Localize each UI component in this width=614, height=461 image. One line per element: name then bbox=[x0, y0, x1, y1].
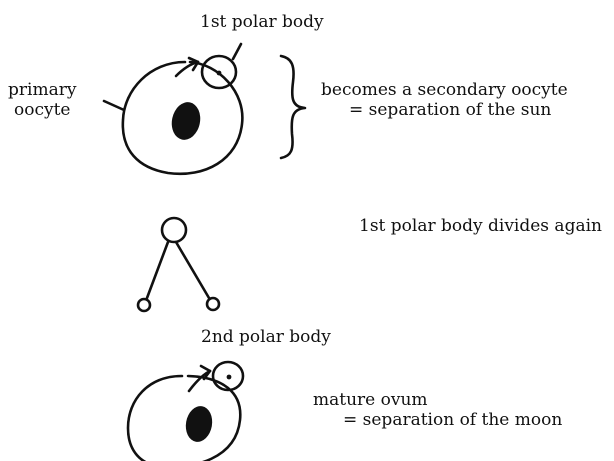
first-polar-body-pointer-line bbox=[231, 42, 243, 61]
primary-oocyte-label-line2: oocyte bbox=[14, 100, 71, 121]
second-polar-body-cell bbox=[211, 360, 245, 392]
primary-oocyte-label-line1: primary bbox=[8, 80, 77, 100]
mature-ovum-label: mature ovum = separation of the moon bbox=[313, 390, 562, 431]
mature-ovum-nucleus bbox=[185, 406, 213, 442]
primary-oocyte-cell bbox=[121, 60, 244, 176]
extrusion-arrowhead bbox=[187, 56, 200, 72]
secondary-oocyte-label-line1: becomes a secondary oocyte bbox=[321, 80, 568, 100]
right-brace bbox=[279, 54, 307, 160]
division-branch-left bbox=[145, 240, 170, 300]
division-branch-right bbox=[174, 240, 211, 300]
divides-again-label: 1st polar body divides again bbox=[359, 216, 602, 236]
extrusion-arrow bbox=[174, 60, 200, 78]
first-polar-body-cell bbox=[200, 54, 238, 90]
daughter-polar-body-right bbox=[205, 296, 221, 312]
secondary-oocyte-label-line2: = separation of the sun bbox=[349, 100, 552, 121]
first-polar-body-dot bbox=[216, 70, 222, 76]
primary-oocyte-nucleus bbox=[171, 102, 201, 140]
second-extrusion-arrowhead bbox=[199, 364, 212, 381]
second-polar-body-label: 2nd polar body bbox=[201, 327, 331, 347]
daughter-polar-body-left bbox=[136, 297, 152, 313]
mature-ovum-label-line1: mature ovum bbox=[313, 390, 428, 410]
primary-oocyte-label: primary oocyte bbox=[8, 80, 76, 121]
first-polar-body-label: 1st polar body bbox=[200, 12, 324, 32]
primary-oocyte-pointer-line bbox=[102, 99, 126, 112]
mature-ovum-cell bbox=[126, 374, 242, 461]
mature-ovum-label-line2: = separation of the moon bbox=[343, 410, 563, 431]
dividing-polar-body bbox=[160, 216, 188, 244]
secondary-oocyte-label: becomes a secondary oocyte = separation … bbox=[321, 80, 568, 121]
second-polar-body-dot bbox=[226, 374, 232, 380]
